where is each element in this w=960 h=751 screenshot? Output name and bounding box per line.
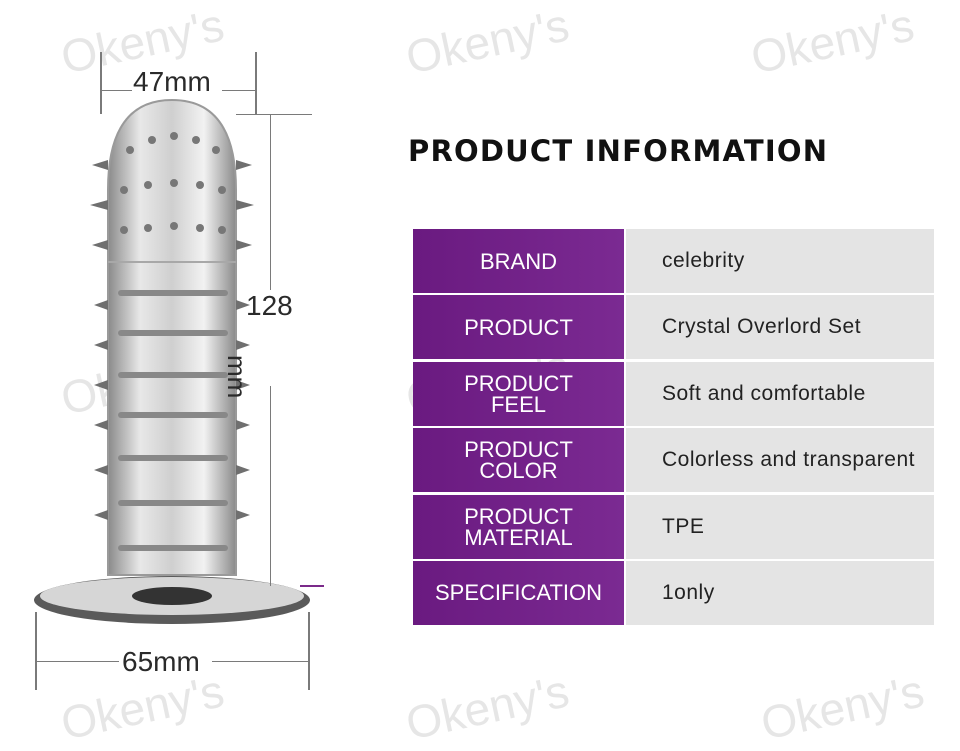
watermark: Okeny's — [756, 664, 929, 750]
dimension-line-bottom — [212, 661, 308, 662]
spec-label: BRAND — [413, 229, 624, 293]
spec-table: BRAND celebrity PRODUCT Crystal Overlord… — [413, 229, 934, 627]
dimension-line-top-left — [100, 52, 102, 114]
spec-row-feel: PRODUCT FEEL Soft and comfortable — [413, 361, 934, 426]
spec-label: PRODUCT MATERIAL — [413, 494, 624, 559]
dimension-line-top — [222, 90, 255, 91]
dimension-line-top-right — [255, 52, 257, 114]
dimension-line-height-bottom — [300, 585, 324, 587]
watermark: Okeny's — [746, 0, 919, 84]
product-illustration-area: 47mm 128 mm 65mm — [0, 0, 340, 723]
dimension-line-height — [270, 386, 271, 586]
spec-value: Colorless and transparent — [626, 428, 934, 493]
spec-label: PRODUCT FEEL — [413, 361, 624, 426]
dimension-line-bottom — [37, 661, 119, 662]
spec-row-brand: BRAND celebrity — [413, 229, 934, 293]
spec-value: Crystal Overlord Set — [626, 295, 934, 360]
spec-row-color: PRODUCT COLOR Colorless and transparent — [413, 428, 934, 493]
spec-label: PRODUCT COLOR — [413, 428, 624, 493]
spec-value: TPE — [626, 494, 934, 559]
spec-value: celebrity — [626, 229, 934, 293]
dimension-line-bottom-right — [308, 612, 310, 690]
base-width-label: 65mm — [122, 646, 200, 677]
dimension-line-top — [102, 90, 132, 91]
dimension-line-height — [270, 114, 271, 290]
product-info-title: PRODUCT INFORMATION — [408, 134, 829, 168]
spec-value: 1only — [626, 560, 934, 625]
watermark: Okeny's — [401, 0, 574, 84]
height-value-label: 128 — [246, 290, 293, 321]
spec-label: PRODUCT — [413, 295, 624, 360]
dimension-line-bottom-left — [35, 612, 37, 690]
spec-value: Soft and comfortable — [626, 361, 934, 426]
dimension-line-height-top — [236, 114, 312, 115]
height-unit-label: mm — [222, 355, 252, 399]
watermark: Okeny's — [401, 664, 574, 750]
spec-label: SPECIFICATION — [413, 560, 624, 625]
spec-row-product: PRODUCT Crystal Overlord Set — [413, 295, 934, 360]
spec-row-material: PRODUCT MATERIAL TPE — [413, 494, 934, 559]
product-image — [34, 98, 310, 624]
top-width-label: 47mm — [133, 66, 211, 97]
spec-row-specification: SPECIFICATION 1only — [413, 560, 934, 625]
